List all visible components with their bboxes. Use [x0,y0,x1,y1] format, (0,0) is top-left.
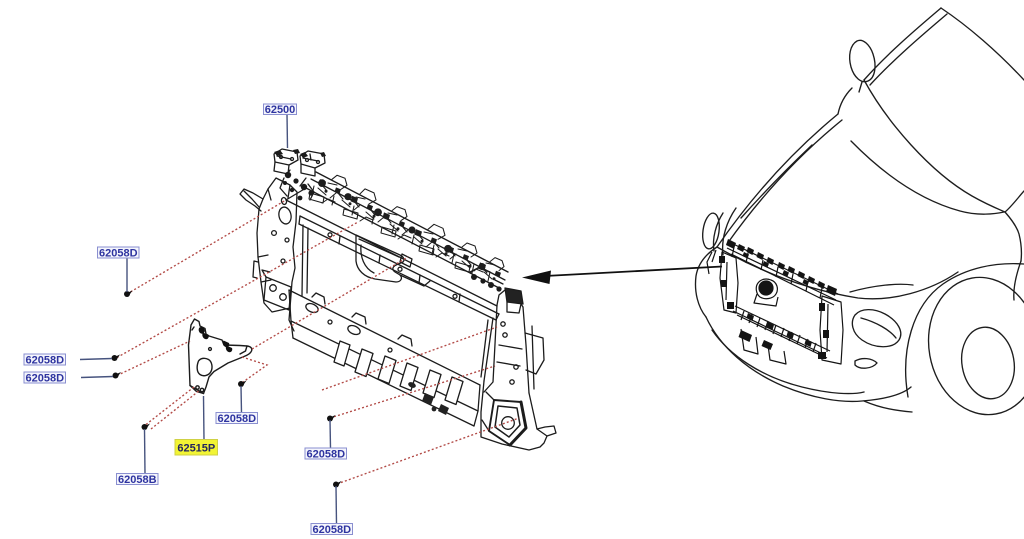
svg-text:62515P: 62515P [177,443,215,455]
svg-text:62500: 62500 [265,104,296,116]
svg-text:62058D: 62058D [26,373,65,385]
svg-text:62058B: 62058B [118,474,157,486]
svg-text:62058D: 62058D [307,449,346,461]
svg-text:62058D: 62058D [313,524,352,536]
svg-text:62058D: 62058D [26,355,65,367]
svg-text:62058D: 62058D [99,248,138,260]
svg-text:62058D: 62058D [218,413,257,425]
